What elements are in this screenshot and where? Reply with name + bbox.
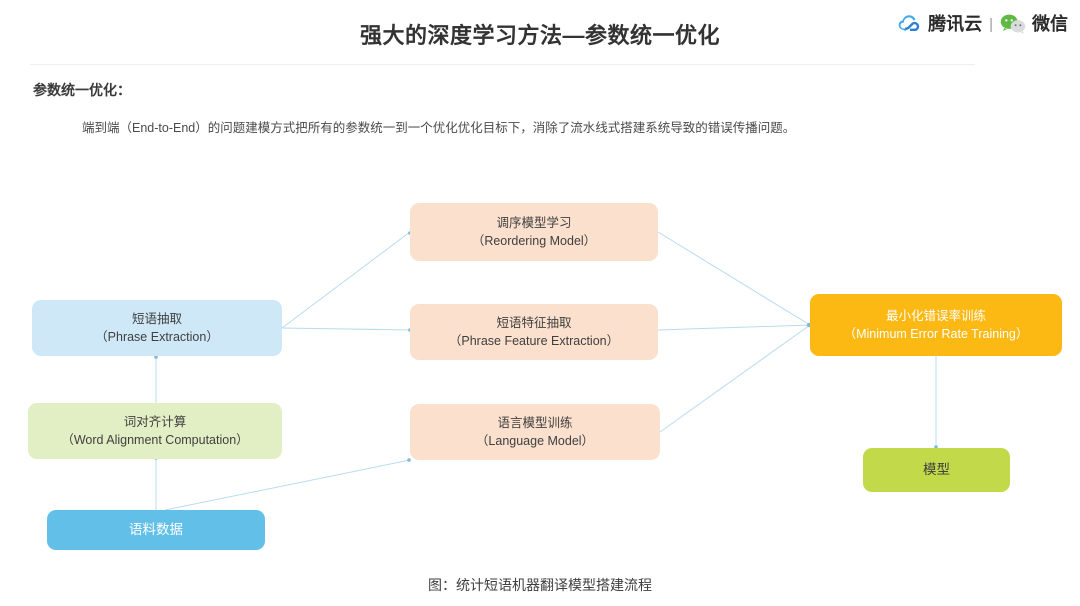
node-corpus-data[interactable]: 语料数据 <box>47 510 265 550</box>
page-title: 强大的深度学习方法—参数统一优化 <box>359 23 720 48</box>
node-label-cn: 短语特征抽取 <box>496 315 572 330</box>
node-label-cn: 语言模型训练 <box>497 415 573 430</box>
node-label-en: （Word Alignment Computation） <box>61 433 249 447</box>
node-reordering-model[interactable]: 调序模型学习 （Reordering Model） <box>410 203 658 261</box>
brand-separator: | <box>989 15 993 33</box>
node-label-en: （Minimum Error Rate Training） <box>843 327 1029 341</box>
node-label-cn: 调序模型学习 <box>496 215 572 230</box>
node-model[interactable]: 模型 <box>863 448 1010 492</box>
node-label-cn: 模型 <box>923 462 950 478</box>
node-word-alignment[interactable]: 词对齐计算 （Word Alignment Computation） <box>28 403 282 459</box>
node-label-en: （Language Model） <box>475 434 595 448</box>
node-label-cn: 短语抽取 <box>131 311 182 326</box>
node-label-en: （Phrase Extraction） <box>95 330 219 344</box>
edge-language-model-to-mert <box>659 324 811 433</box>
node-label-cn: 词对齐计算 <box>123 414 187 429</box>
node-label-en: （Phrase Feature Extraction） <box>448 334 620 348</box>
node-language-model[interactable]: 语言模型训练 （Language Model） <box>410 404 660 460</box>
edge-reordering-to-mert <box>657 231 811 326</box>
section-body-text: 端到端（End-to-End）的问题建模方式把所有的参数统一到一个优化优化目标下… <box>82 121 796 135</box>
brand-lockup: 腾讯云 | 微信 <box>896 11 1068 37</box>
node-label-en: （Reordering Model） <box>471 234 597 248</box>
node-label-cn: 最小化错误率训练 <box>885 308 986 323</box>
node-phrase-extraction[interactable]: 短语抽取 （Phrase Extraction） <box>32 300 282 356</box>
figure-caption: 图：统计短语机器翻译模型搭建流程 <box>428 577 652 593</box>
node-minimum-error-rate-training[interactable]: 最小化错误率训练 （Minimum Error Rate Training） <box>810 294 1062 356</box>
header-divider <box>30 64 975 65</box>
tencent-cloud-icon <box>896 11 922 37</box>
wechat-bubble-icon <box>1000 13 1026 35</box>
section-heading: 参数统一优化： <box>33 82 131 98</box>
edge-feature-to-mert <box>657 324 811 331</box>
node-phrase-feature-extraction[interactable]: 短语特征抽取 （Phrase Feature Extraction） <box>410 304 658 360</box>
node-label-cn: 语料数据 <box>129 522 183 538</box>
brand-label-wechat: 微信 <box>1032 14 1068 34</box>
brand-label-tencent: 腾讯云 <box>928 14 983 34</box>
edge-phrase-extraction-to-reordering <box>281 231 411 329</box>
edge-corpus-to-language-model <box>164 459 411 511</box>
edge-phrase-extraction-to-feature <box>281 327 411 331</box>
